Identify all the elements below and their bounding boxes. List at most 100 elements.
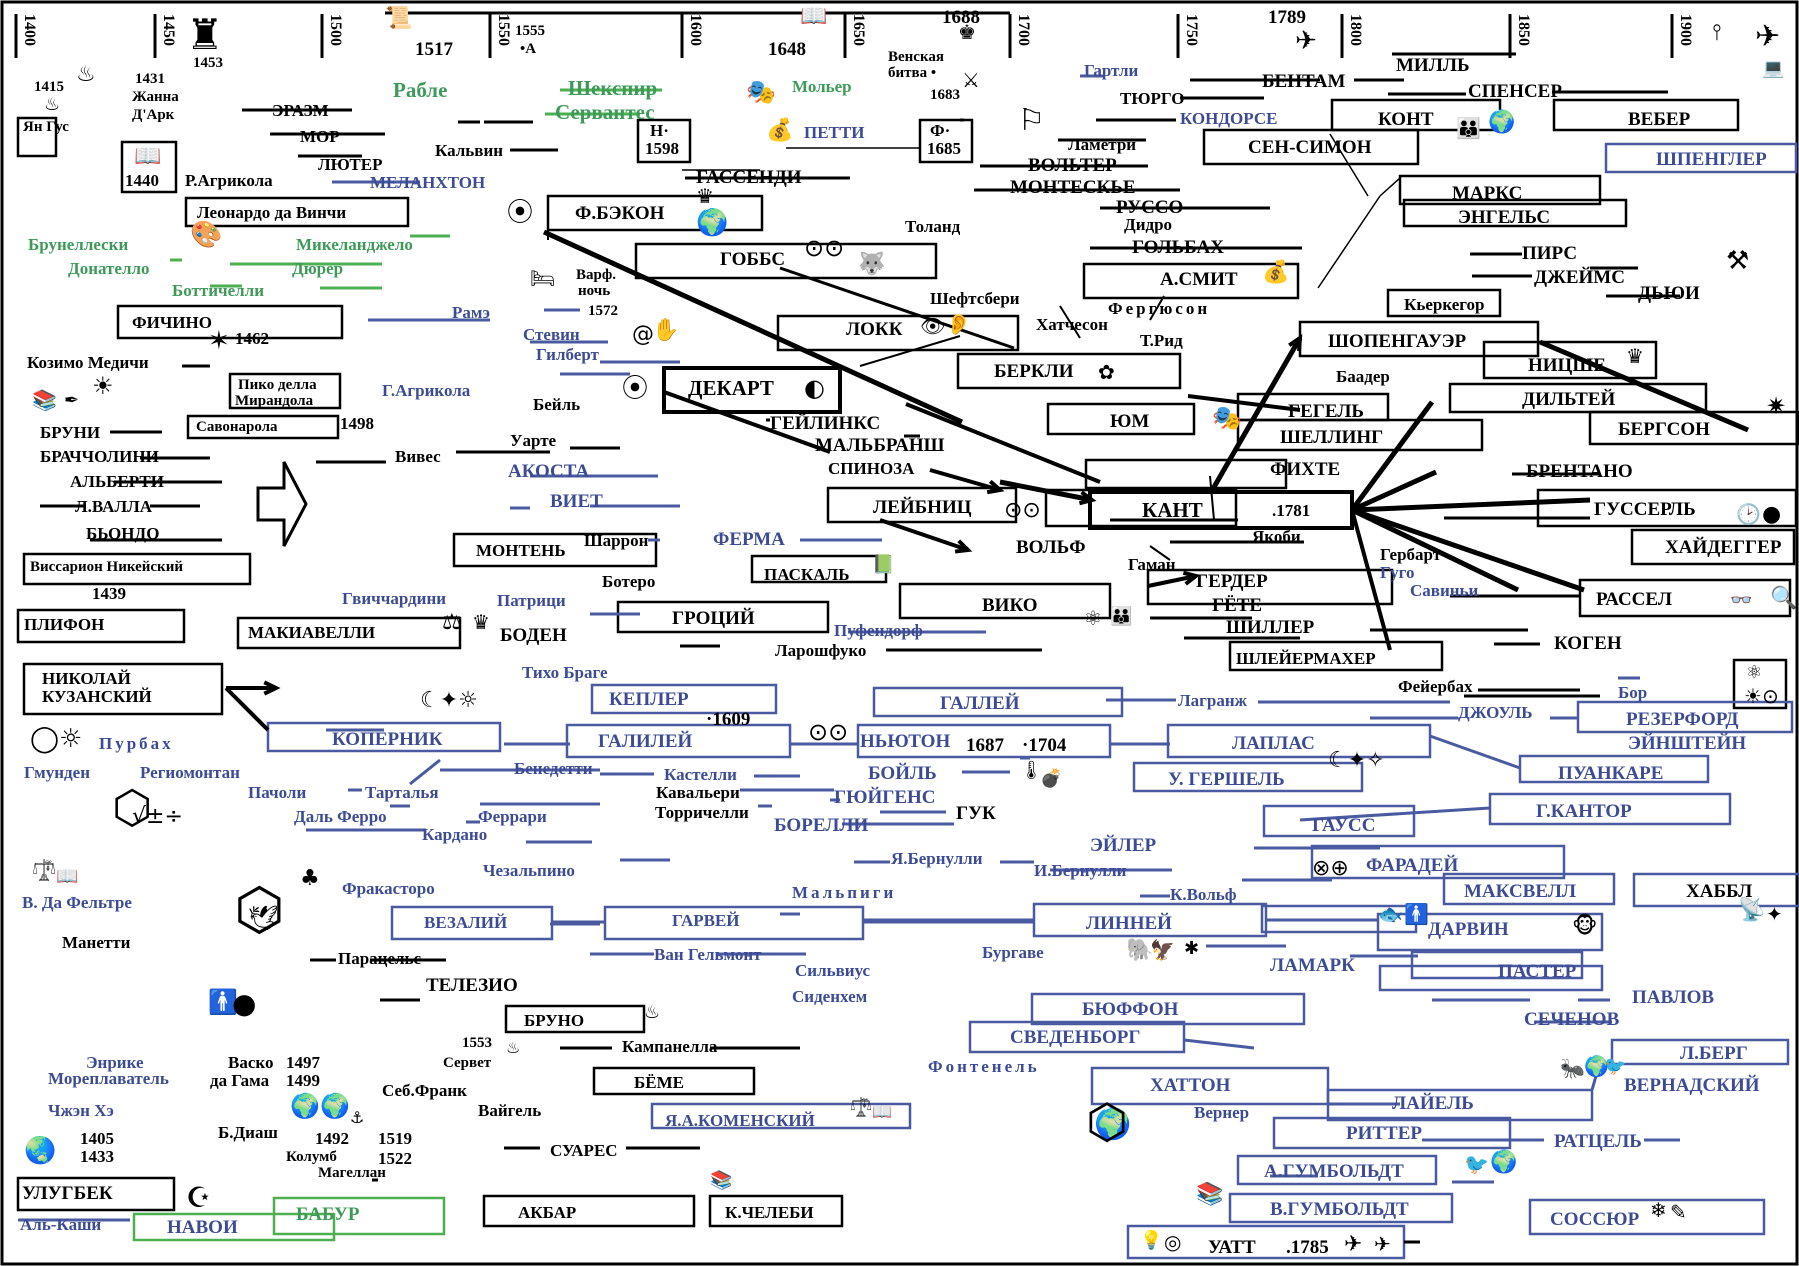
- label-gerbart: Гербарт: [1380, 545, 1442, 564]
- label-laiel: ЛАЙЕЛЬ: [1392, 1093, 1474, 1114]
- label-yakobi: Якоби: [1252, 527, 1301, 546]
- label-gete: ГЁТЕ: [1212, 595, 1263, 616]
- steam-icon: ♨: [506, 1038, 521, 1057]
- label-fichino: ФИЧИНО: [132, 313, 212, 332]
- connector-marks-smit: [1317, 195, 1381, 289]
- timeline-event-1: 1517: [415, 39, 453, 60]
- clock-icon: 🕑: [1736, 502, 1761, 526]
- label-larochefuko: Ларошфуко: [775, 641, 867, 660]
- document-icon: 📜: [385, 6, 413, 31]
- books-icon: 📚: [1196, 1182, 1224, 1207]
- connector: [1059, 305, 1081, 339]
- label-sidenhem: Сиденхем: [792, 987, 868, 1006]
- label-beme: БЁМЕ: [634, 1073, 684, 1092]
- label-brachcholini: БРАЧЧОЛИНИ: [40, 447, 159, 466]
- label-rassel: РАССЕЛ: [1596, 589, 1672, 610]
- label-y1499: 1499: [286, 1071, 320, 1090]
- label-makiavelli: МАКИАВЕЛЛИ: [248, 623, 376, 642]
- label-kerkegor: Кьеркегор: [1404, 295, 1485, 314]
- flower-icon: ✿: [1098, 360, 1115, 384]
- label-shiller: ШИЛЛЕР: [1226, 617, 1315, 638]
- connector-yum-gegel: [1187, 394, 1301, 412]
- theatre-mask-icon: 🎭: [1212, 404, 1242, 432]
- label-byuffon: БЮФФОН: [1082, 999, 1179, 1020]
- label-petti: ПЕТТИ: [804, 123, 865, 142]
- label-rable: Рабле: [393, 78, 448, 102]
- name-box: [1202, 128, 1420, 166]
- label-ya-bernulli: Я.Бернулли: [891, 849, 983, 868]
- arrow-leibnic-kant-head: [1078, 490, 1097, 506]
- label-borelli: БОРЕЛЛИ: [774, 815, 869, 836]
- label-paster: ПАСТЕР: [1498, 961, 1577, 982]
- label-y1415: 1415: [34, 79, 64, 95]
- connector-nicshe-bergson: [1539, 339, 1749, 433]
- bird-icon: 🐦: [1464, 1152, 1489, 1176]
- connector-kant-shleiermaher: [1350, 509, 1392, 651]
- label-viko: ВИКО: [982, 595, 1038, 616]
- name-box: [1146, 568, 1394, 606]
- timeline-year-1900: 1900: [1677, 14, 1694, 46]
- label-y1704: ·1704: [1022, 735, 1067, 756]
- drops-icon: ♣: [300, 866, 320, 891]
- label-gilbert: Гилберт: [536, 345, 599, 364]
- label-guk: ГУК: [956, 803, 996, 824]
- hand-icon: ✋: [652, 318, 680, 343]
- scales-icon: ⚖: [442, 610, 462, 635]
- circle-icon: ⊙: [1762, 684, 1779, 708]
- people-icon: 👪: [1110, 606, 1133, 627]
- book-icon: 📖: [134, 144, 162, 169]
- name-box: [1046, 402, 1196, 436]
- label-ferrari: Феррари: [478, 807, 547, 826]
- label-zhanna: Жанна: [132, 89, 179, 105]
- label-y1440: 1440: [125, 171, 159, 190]
- name-box: [266, 721, 502, 753]
- tree-icon: ✱: [1184, 938, 1200, 959]
- name-box: [918, 118, 974, 164]
- name-box: [452, 532, 658, 568]
- name-box: [1398, 174, 1602, 206]
- math-icon: √±÷: [132, 804, 183, 829]
- label-valla: Л.ВАЛЛА: [75, 497, 153, 516]
- label-rezerford: РЕЗЕРФОРД: [1626, 709, 1739, 730]
- label-fihte: ФИХТЕ: [1270, 459, 1341, 480]
- label-fel-tre: В. Да Фельтре: [22, 893, 132, 912]
- label-gugo: Гуго: [1380, 563, 1415, 582]
- label-volf: ВОЛЬФ: [1016, 537, 1086, 558]
- tools-icon: ⚒: [1726, 246, 1750, 276]
- name-box: [898, 582, 1112, 620]
- label-ferma: ФЕРМА: [713, 529, 785, 550]
- label-kardano: Кардано: [422, 825, 488, 844]
- name-box: [1536, 488, 1798, 528]
- atom-icon: ⚛: [1084, 606, 1102, 630]
- sparkle-icon: ✷: [1766, 392, 1787, 420]
- label-bottichelli: Боттичелли: [172, 281, 265, 300]
- label-gusserl: ГУССЕРЛЬ: [1594, 499, 1696, 520]
- person-icon: 🚹: [208, 988, 238, 1016]
- label-svedenborg: СВЕДЕНБОРГ: [1010, 1027, 1141, 1048]
- name-box: [776, 314, 1020, 352]
- name-box: [120, 140, 178, 194]
- label-viet: ВИЕТ: [550, 491, 603, 512]
- yin-icon: ◐: [804, 374, 825, 402]
- theatre-mask-icon: 🎭: [746, 78, 776, 106]
- label-enrike: Энрике: [86, 1053, 144, 1072]
- arrow-spinoza-leibnic-head: [986, 479, 1005, 495]
- connector-dekart-malbransh: [663, 390, 831, 454]
- label-mikelanzhelo: Микеланджело: [296, 235, 413, 254]
- bomb-icon: 💣: [1040, 768, 1063, 789]
- label-montene: МОНТЕНЬ: [476, 541, 566, 560]
- label-marks: МАРКС: [1452, 183, 1523, 204]
- flag-icon: ⚐: [1018, 103, 1045, 138]
- timeline-year-1500: 1500: [327, 14, 344, 46]
- label-puankare: ПУАНКАРЕ: [1558, 763, 1664, 784]
- label-y1497: 1497: [286, 1053, 320, 1072]
- star-icon: ✶: [208, 326, 230, 356]
- people-icon: 👪: [1456, 116, 1481, 140]
- label-eraazm: ЭРАЗМ: [272, 101, 329, 120]
- name-box: [636, 118, 692, 164]
- connector: [1149, 545, 1171, 561]
- name-box: [1090, 1066, 1330, 1106]
- label-bergson: БЕРГСОН: [1618, 419, 1710, 440]
- steam-icon: ♨: [644, 1002, 661, 1023]
- name-box: [856, 723, 1112, 759]
